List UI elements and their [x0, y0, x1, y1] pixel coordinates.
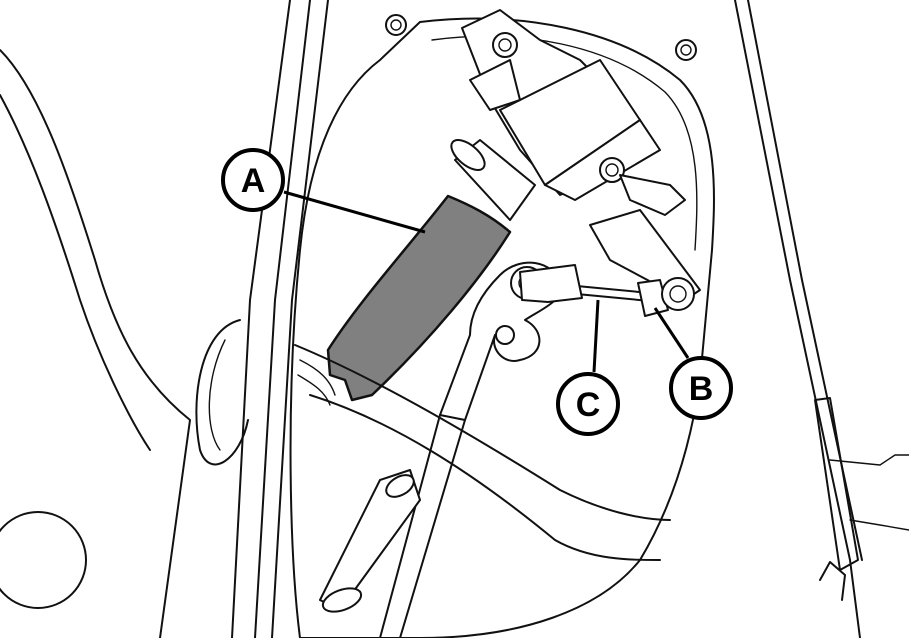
rod-clip-right: [637, 279, 669, 317]
leader-line-c: [592, 299, 600, 373]
plate-bolt-left: [385, 14, 407, 36]
link-rod: [519, 264, 695, 317]
callout-b: B: [669, 356, 733, 420]
callout-b-label: B: [689, 370, 714, 408]
leader-line-a: [283, 190, 426, 234]
callout-a-label: A: [241, 162, 266, 200]
ball-joint: [661, 277, 695, 311]
leader-line-b: [653, 307, 690, 359]
hose-fitting: [450, 139, 536, 221]
right-frame: [734, 0, 909, 638]
left-frame: [0, 0, 329, 638]
valve-block: [461, 9, 701, 301]
valve-nut-top: [492, 32, 518, 58]
valve-nut-lower: [599, 157, 625, 183]
linkage-hole: [495, 325, 515, 345]
callout-c-label: C: [576, 386, 601, 424]
callout-a: A: [221, 148, 285, 212]
plate-bolt-right: [675, 39, 697, 61]
lower-tube: [294, 344, 671, 561]
cylinder-body: [195, 319, 249, 466]
left-frame-hole: [0, 511, 87, 609]
callout-c: C: [556, 372, 620, 436]
hose: [326, 194, 512, 402]
rod-clip-left: [519, 264, 583, 303]
